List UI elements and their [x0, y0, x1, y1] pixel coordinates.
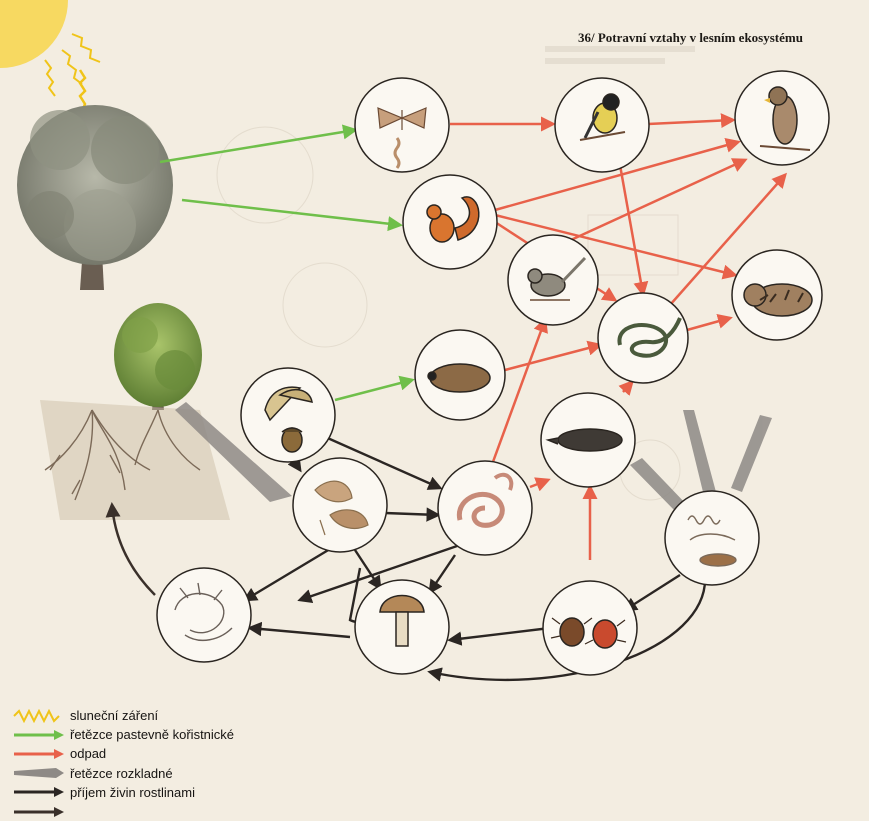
node-snake: [598, 293, 688, 383]
legend-label: sluneční záření: [70, 708, 158, 723]
legend-item-decomposition: řetězce rozkladné: [12, 764, 272, 783]
decomposition-legend-icon: [12, 766, 66, 780]
node-seeds: [241, 368, 335, 462]
legend-item-nutrient-uptake: příjem živin rostlinami: [12, 783, 272, 802]
node-squirrel: [403, 175, 497, 269]
node-songbird: [508, 235, 598, 325]
legend-item-grazing: řetězce pastevně kořistnické: [12, 725, 272, 744]
node-shrew: [541, 393, 635, 487]
sunlight-legend-icon: [12, 709, 66, 723]
bush-icon: [114, 303, 202, 410]
legend-item-sunlight: sluneční záření: [12, 706, 272, 725]
node-wildcat: [732, 250, 822, 340]
grazing-legend-icon: [12, 728, 66, 742]
node-hawk: [735, 71, 829, 165]
nutrient-arrow-legend-icon: [12, 805, 66, 819]
legend-label: řetězce rozkladné: [70, 766, 173, 781]
sun-icon: [0, 0, 100, 96]
legend-label: odpad: [70, 746, 106, 761]
node-leaflitter: [293, 458, 387, 552]
legend-item-waste: odpad: [12, 744, 272, 763]
page-title: 36/ Potravní vztahy v lesním ekosystému: [578, 30, 863, 46]
nutrient-uptake-legend-icon: [12, 785, 66, 799]
node-earthworm: [438, 461, 532, 555]
sun-ray-arrow: [80, 70, 85, 112]
node-carcass: [157, 568, 251, 662]
vole-icon: [428, 364, 490, 392]
node-moth: [355, 78, 449, 172]
legend-label: příjem živin rostlinami: [70, 785, 195, 800]
tree-icon: [17, 105, 173, 290]
legend-label: řetězce pastevně kořistnické: [70, 727, 234, 742]
waste-legend-icon: [12, 747, 66, 761]
node-vole: [415, 330, 505, 420]
node-tit: [555, 78, 649, 172]
legend-item-extra: [12, 802, 272, 821]
legend: sluneční záření řetězce pastevně kořistn…: [12, 706, 272, 821]
food-web-nodes: [157, 71, 829, 675]
node-mushroom: [355, 580, 449, 674]
node-microbes: [665, 491, 759, 585]
node-mites: [543, 581, 637, 675]
